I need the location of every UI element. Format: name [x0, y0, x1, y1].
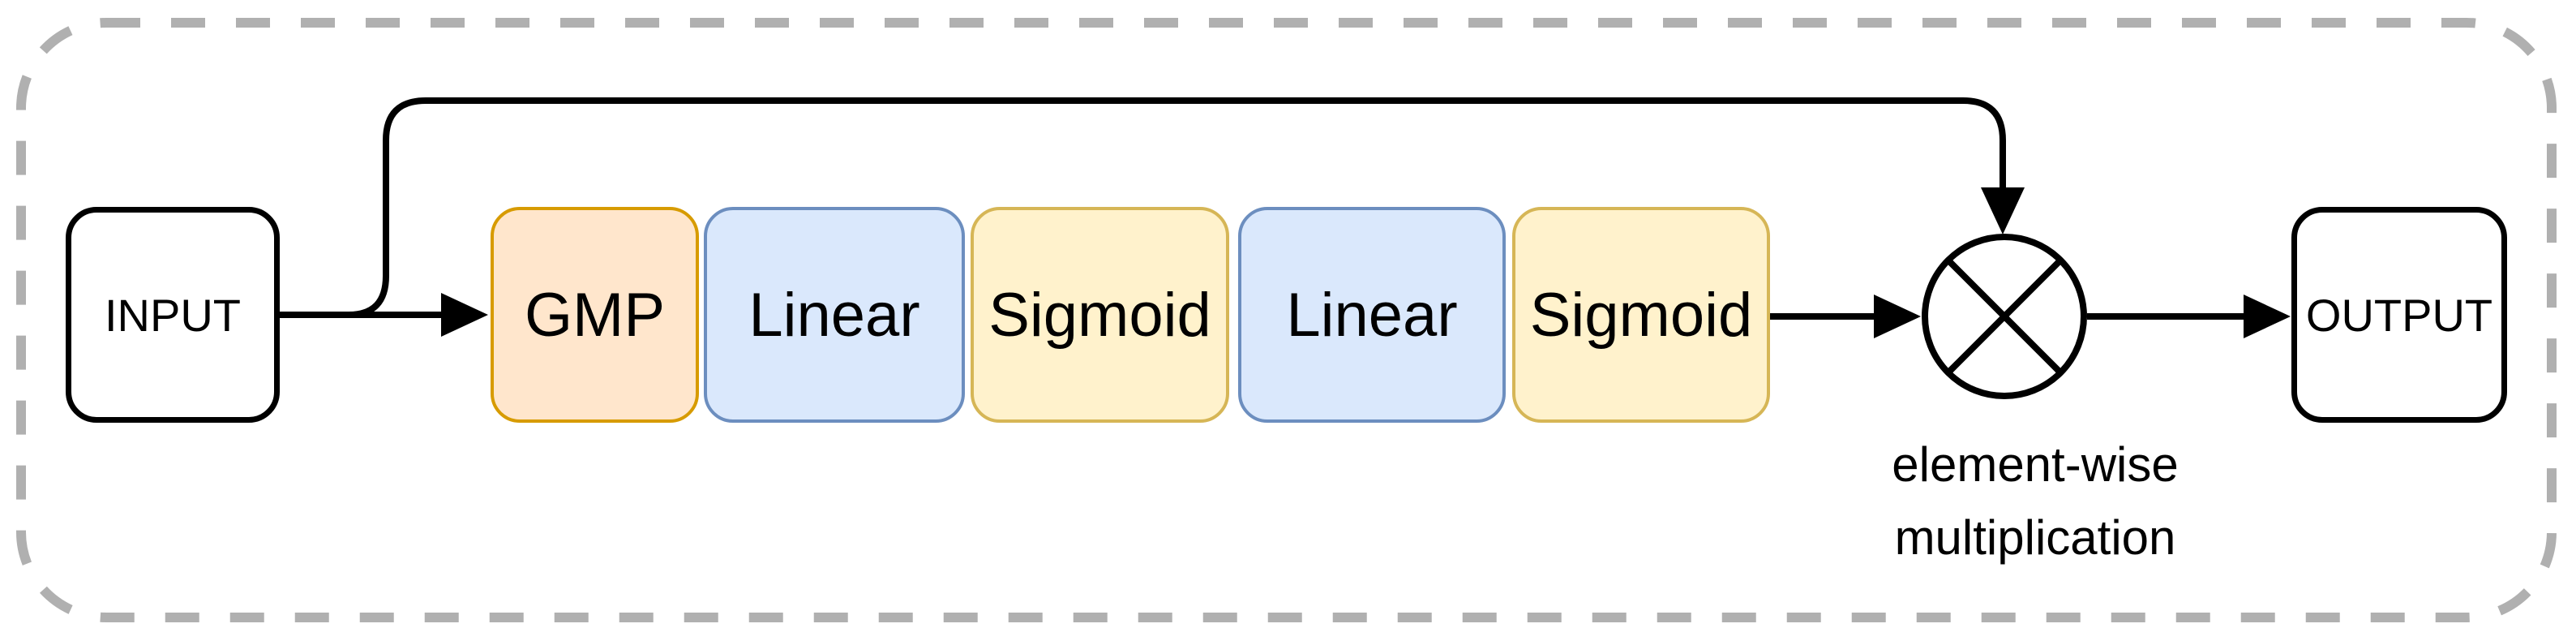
skip-connection-arrowhead-icon — [1981, 187, 2025, 234]
input-to-gmp-arrowhead-icon — [441, 293, 488, 337]
multiply-node-cross-line-2 — [1946, 258, 2063, 375]
block-linear-2: Linear — [1238, 207, 1506, 423]
output-node: OUTPUT — [2291, 207, 2507, 423]
sigmoid-to-multiply-arrow — [1770, 295, 1921, 338]
block-linear-1: Linear — [704, 207, 965, 423]
skip-connection-line — [348, 97, 2006, 318]
module-boundary-dashed-border — [16, 18, 2557, 622]
input-to-gmp-arrow — [280, 293, 488, 337]
circled-times-icon — [1922, 234, 2087, 399]
multiply-to-output-arrow — [2087, 295, 2291, 338]
block-gmp: GMP — [491, 207, 699, 423]
multiply-to-output-arrowhead-icon — [2244, 295, 2291, 338]
multiply-node-caption: element-wise multiplication — [1892, 437, 2179, 565]
block-sigmoid-2: Sigmoid — [1512, 207, 1770, 423]
sigmoid-to-multiply-arrowhead-icon — [1874, 295, 1921, 338]
block-sigmoid-1: Sigmoid — [971, 207, 1229, 423]
input-node: INPUT — [66, 207, 280, 423]
